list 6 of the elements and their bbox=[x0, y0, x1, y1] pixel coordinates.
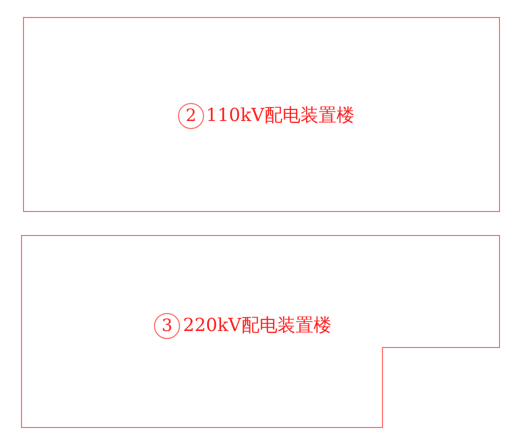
building-outline bbox=[23, 17, 500, 212]
building-outline bbox=[21, 235, 500, 428]
callout-number: 3 bbox=[154, 313, 180, 339]
callout-number: 2 bbox=[178, 103, 204, 129]
building-name: 220kV配电装置楼 bbox=[183, 315, 332, 337]
building-name: 110kV配电装置楼 bbox=[206, 105, 354, 127]
